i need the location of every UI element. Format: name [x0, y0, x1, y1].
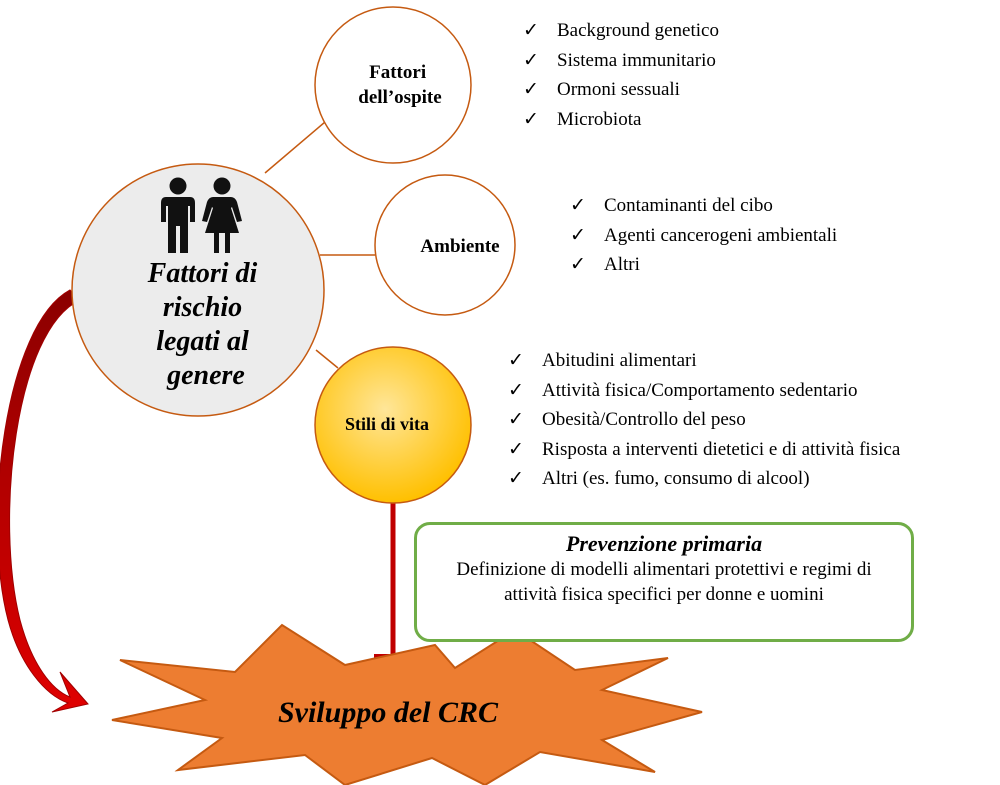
- list-item: ✓ Contaminanti del cibo: [570, 191, 837, 221]
- lifestyle-factors-list: ✓ Abitudini alimentari ✓ Attività fisica/C…: [508, 346, 900, 494]
- prevention-title: Prevenzione primaria: [565, 531, 763, 556]
- list-item-label: Attività fisica/Comportamento sedentario: [542, 379, 858, 401]
- check-icon: ✓: [508, 379, 524, 401]
- outcome-label: Sviluppo del CRC: [278, 696, 499, 729]
- connector-host: [264, 121, 326, 174]
- list-item: ✓ Agenti cancerogeni ambientali: [570, 221, 837, 251]
- check-icon: ✓: [523, 49, 539, 71]
- list-item-label: Obesità/Controllo del peso: [542, 409, 746, 430]
- list-item: ✓ Attività fisica/Comportamento sedentari…: [508, 376, 900, 406]
- risk-to-outcome-arrow: [0, 289, 89, 713]
- environment-node: [374, 174, 516, 316]
- center-title-line: genere: [166, 360, 245, 391]
- center-title-line: legati al: [156, 326, 249, 357]
- check-icon: ✓: [570, 195, 586, 216]
- list-item: ✓ Altri (es. fumo, consumo di alcool): [508, 464, 900, 494]
- check-icon: ✓: [508, 409, 524, 430]
- list-item-label: Agenti cancerogeni ambientali: [604, 224, 838, 246]
- lifestyle-node: [314, 346, 472, 504]
- lifestyle-node-label: Stili di vita: [345, 414, 429, 434]
- host-factors-node: [314, 6, 472, 164]
- outcome-starburst: [111, 623, 703, 785]
- list-item: ✓ Altri: [570, 250, 837, 280]
- center-title-line: rischio: [163, 292, 242, 323]
- center-title-line: Fattori di: [147, 258, 258, 289]
- check-icon: ✓: [508, 350, 524, 371]
- gender-risk-center-node: [71, 163, 325, 417]
- check-icon: ✓: [508, 468, 524, 489]
- host-node-label-line: Fattori: [369, 62, 426, 83]
- check-icon: ✓: [570, 224, 586, 246]
- list-item: ✓ Ormoni sessuali: [523, 75, 719, 105]
- check-icon: ✓: [570, 254, 586, 275]
- environment-factors-list: ✓ Contaminanti del cibo ✓ Agenti canceroge…: [570, 191, 837, 280]
- list-item: ✓ Risposta a interventi dietetici e di at…: [508, 435, 900, 465]
- environment-node-label: Ambiente: [420, 236, 499, 257]
- center-title: Fattori di rischio legati al genere: [147, 258, 265, 391]
- connectors: [264, 121, 375, 369]
- list-item-label: Contaminanti del cibo: [604, 195, 773, 216]
- list-item: ✓ Obesità/Controllo del peso: [508, 405, 900, 435]
- list-item: ✓ Background genetico: [523, 16, 719, 46]
- list-item-label: Abitudini alimentari: [542, 350, 697, 371]
- primary-prevention-box: Prevenzione primaria Definizione di mode…: [414, 522, 914, 642]
- list-item-label: Background genetico: [557, 20, 719, 41]
- list-item-label: Ormoni sessuali: [557, 79, 680, 100]
- host-factors-list: ✓ Background genetico ✓ Sistema immunitari…: [523, 16, 719, 134]
- prevention-description: Definizione di modelli alimentari protet…: [456, 559, 872, 605]
- check-icon: ✓: [523, 79, 539, 100]
- list-item: ✓ Sistema immunitario: [523, 46, 719, 76]
- host-node-label-line: dell’ospite: [358, 87, 441, 108]
- list-item-label: Microbiota: [557, 108, 642, 130]
- check-icon: ✓: [523, 20, 539, 41]
- connector-lifestyle: [315, 349, 339, 369]
- check-icon: ✓: [523, 108, 539, 130]
- list-item: ✓ Abitudini alimentari: [508, 346, 900, 376]
- host-node-label: Fattori dell’ospite: [358, 62, 441, 108]
- list-item-label: Altri (es. fumo, consumo di alcool): [542, 468, 810, 489]
- list-item: ✓ Microbiota: [523, 105, 719, 135]
- man-woman-icon: [161, 177, 242, 253]
- list-item-label: Altri: [604, 254, 640, 275]
- check-icon: ✓: [508, 438, 524, 460]
- list-item-label: Risposta a interventi dietetici e di att…: [542, 438, 901, 460]
- list-item-label: Sistema immunitario: [557, 49, 716, 71]
